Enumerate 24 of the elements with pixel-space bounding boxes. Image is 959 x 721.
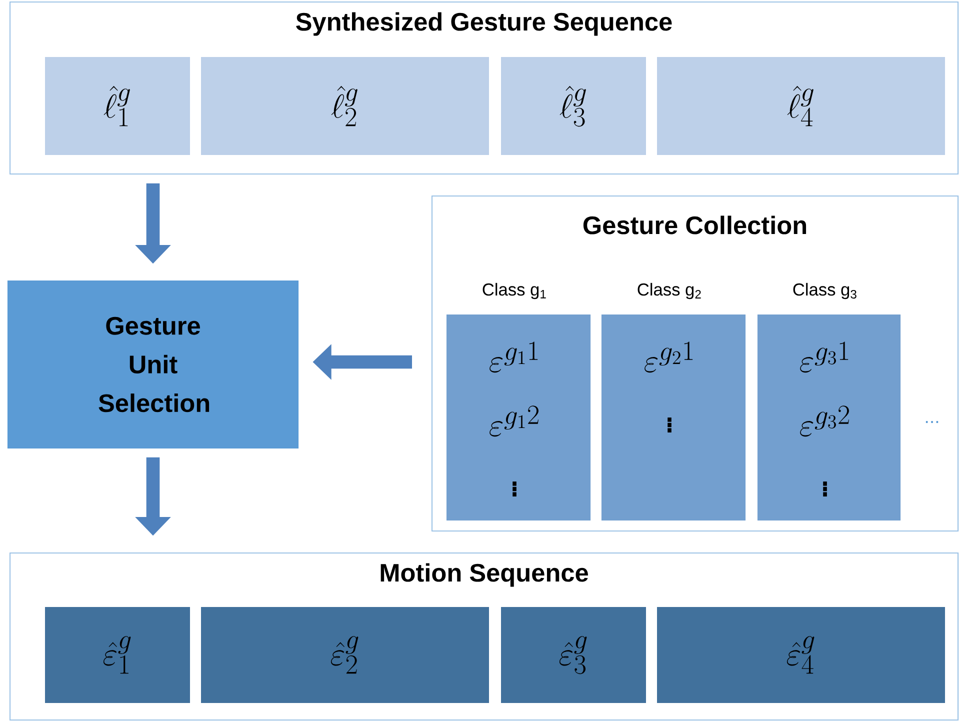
formula: $\vdots$ bbox=[668, 418, 672, 432]
class-label: Class g$_{2}$ bbox=[638, 282, 701, 300]
formula: $\vdots$ bbox=[512, 482, 516, 496]
sequence-box: $\hat{\varepsilon}^g_4$ bbox=[657, 607, 945, 703]
formula: $\varepsilon^{g_1 1}$ bbox=[490, 342, 538, 373]
sequence-box: $\hat{\varepsilon}^g_3$ bbox=[501, 607, 646, 703]
sequence-box: $\hat{\ell}^g_4$ bbox=[657, 57, 945, 155]
formula: $\varepsilon^{g_2 1}$ bbox=[644, 342, 693, 373]
ellipsis: ... bbox=[926, 421, 938, 423]
process-box: Gesture Unit Selection bbox=[7, 280, 299, 449]
sequence-box: $\hat{\ell}^g_2$ bbox=[201, 57, 489, 155]
sequence-box: $\hat{\varepsilon}^g_1$ bbox=[45, 607, 190, 703]
class-label: Class g$_{3}$ bbox=[793, 282, 856, 300]
formula: $\varepsilon^{g_3 2}$ bbox=[800, 406, 849, 437]
panel-title: Synthesized Gesture Sequence bbox=[296, 12, 672, 36]
formula: $\vdots$ bbox=[823, 482, 827, 496]
sequence-box: $\hat{\ell}^g_3$ bbox=[501, 57, 646, 155]
panel-title: Gesture Collection bbox=[583, 216, 806, 234]
formula: $\varepsilon^{g_1 2}$ bbox=[490, 406, 538, 437]
sequence-box: $\hat{\varepsilon}^g_2$ bbox=[201, 607, 489, 703]
formula: $\varepsilon^{g_3 1}$ bbox=[800, 342, 848, 373]
sequence-box: $\hat{\ell}^g_1$ bbox=[45, 57, 190, 155]
panel-title: Motion Sequence bbox=[380, 563, 588, 587]
class-label: Class g$_{1}$ bbox=[482, 282, 546, 300]
